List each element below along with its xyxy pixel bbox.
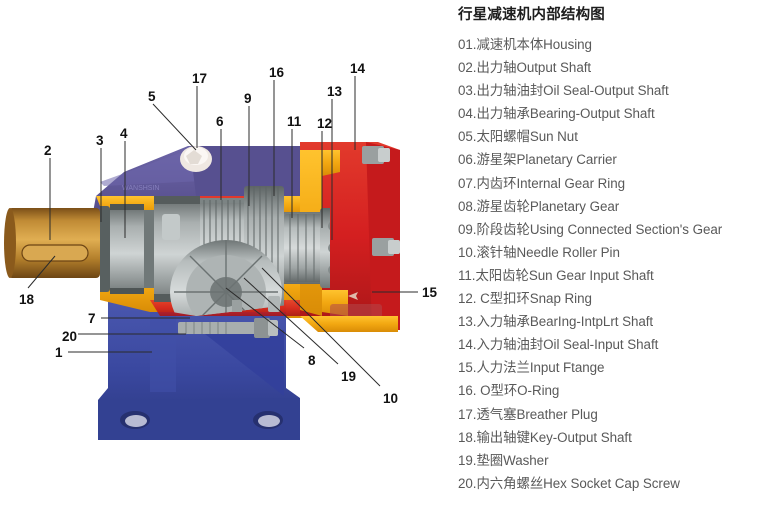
callout-6: 6	[216, 114, 224, 129]
callout-8: 8	[308, 353, 316, 368]
callout-1: 1	[55, 345, 63, 360]
callout-19: 19	[341, 369, 357, 384]
legend-title: 行星减速机内部结构图	[458, 7, 605, 23]
callout-5: 5	[148, 89, 156, 104]
sun-gear-input-shaft	[284, 214, 324, 282]
callout-16: 16	[269, 65, 285, 80]
legend-item: 09.阶段齿轮Using Connected Section's Gear	[458, 221, 723, 237]
legend-item: 03.出力轴油封Oil Seal-Output Shaft	[458, 83, 669, 99]
breather-plug	[180, 146, 212, 172]
callout-2: 2	[44, 143, 52, 158]
svg-text:WANSHSIN: WANSHSIN	[122, 185, 159, 192]
output-shaft	[4, 208, 100, 278]
legend-item: 15.人力法兰Input Ftange	[458, 360, 605, 376]
leader-lines	[27, 76, 418, 387]
legend-item: 19.垫圈Washer	[458, 452, 549, 468]
callout-14: 14	[350, 61, 366, 76]
legend-item: 04.出力轴承Bearing-Output Shaft	[458, 106, 655, 122]
bearing-input-shaft	[320, 208, 330, 288]
legend-item: 05.太阳螺帽Sun Nut	[458, 129, 578, 145]
callout-11: 11	[287, 114, 302, 129]
legend-list: 01.减速机本体Housing 02.出力轴Output Shaft 03.出力…	[458, 33, 756, 495]
parts-legend: 行星减速机内部结构图 01.减速机本体Housing 02.出力轴Output …	[458, 6, 756, 495]
sun-nut	[162, 214, 180, 240]
legend-item: 02.出力轴Output Shaft	[458, 60, 592, 76]
legend-item: 17.透气塞Breather Plug	[458, 406, 598, 422]
flange-bolt	[372, 238, 400, 256]
callout-4: 4	[120, 126, 128, 141]
legend-item: 10.滚针轴Needle Roller Pin	[458, 244, 620, 260]
callout-3: 3	[96, 133, 104, 148]
legend-item: 16. O型环O-Ring	[458, 383, 560, 399]
callout-9: 9	[244, 91, 252, 106]
legend-item: 07.内齿环Internal Gear Ring	[458, 175, 626, 191]
legend-item: 12. C型扣环Snap Ring	[458, 291, 592, 307]
legend-item: 01.减速机本体Housing	[458, 37, 592, 52]
hex-socket-cap-screw	[178, 318, 278, 338]
callout-7: 7	[88, 311, 96, 326]
callout-18: 18	[19, 292, 35, 307]
housing-body-purple: WANSHSIN	[88, 146, 300, 248]
legend-item: 18.输出轴键Key-Output Shaft	[458, 429, 632, 445]
legend-item: 14.入力轴油封Oil Seal-Input Shaft	[458, 337, 659, 353]
legend-item: 13.入力轴承BearIng-IntpLrt Shaft	[458, 314, 654, 330]
bearing-output-shaft	[100, 204, 154, 294]
legend-item: 08.游星齿轮Planetary Gear	[458, 198, 620, 214]
mounting-base	[98, 300, 300, 440]
gearbox-illustration: WANSHSIN	[4, 76, 418, 440]
callout-17: 17	[192, 71, 208, 86]
callout-10: 10	[383, 391, 399, 406]
callout-15: 15	[422, 285, 438, 300]
gearbox-diagram: WANSHSIN	[4, 61, 438, 440]
callout-12: 12	[317, 116, 333, 131]
legend-item: 06.游星架Planetary Carrier	[458, 152, 617, 168]
callout-13: 13	[327, 84, 343, 99]
callout-20: 20	[62, 329, 78, 344]
flange-bolt	[362, 146, 390, 164]
legend-item: 11.太阳齿轮Sun Gear Input Shaft	[458, 267, 654, 283]
legend-item: 20.内六角螺丝Hex Socket Cap Screw	[458, 475, 680, 491]
